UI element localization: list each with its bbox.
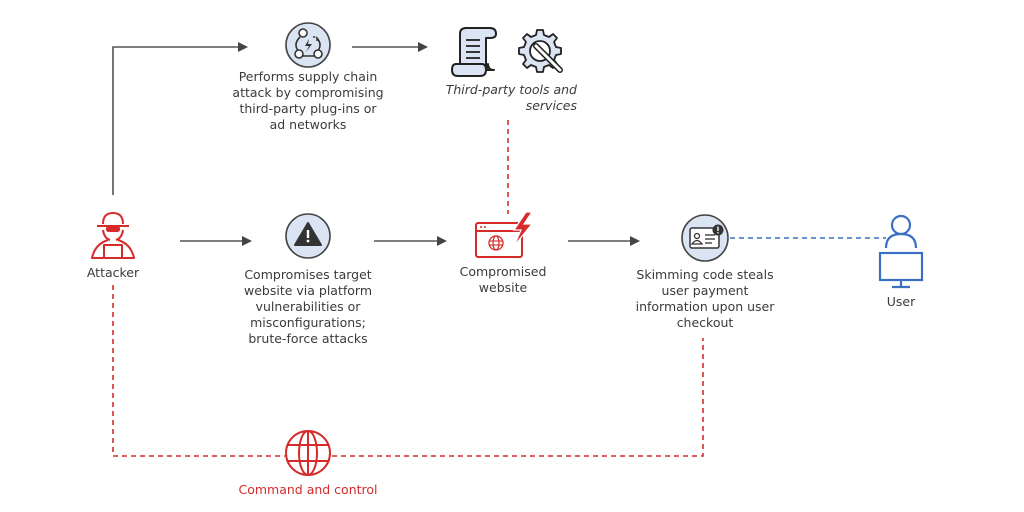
user-at-monitor-icon: [878, 214, 924, 289]
dashed-c2-skimming-path: [332, 338, 704, 457]
supply-chain-line: Performs supply chain: [238, 69, 378, 84]
skimming-line: checkout: [676, 315, 734, 330]
supply-chain-line: ad networks: [269, 117, 347, 132]
hooded-hacker-laptop-icon: [91, 212, 135, 259]
user-label-text: User: [886, 294, 916, 309]
arrow-attacker-to-supply-chain: [112, 42, 248, 195]
third-party-caption: Third-party tools and services: [432, 82, 577, 114]
dashed-attacker-c2-path: [112, 285, 285, 457]
skimming-label: Skimming code steals user payment inform…: [620, 267, 790, 331]
skimming-line: user payment: [661, 283, 749, 298]
supply-chain-line: attack by compromising: [232, 85, 384, 100]
compromised-website-label: Compromised website: [448, 264, 558, 296]
compromise-target-line: Compromises target: [244, 267, 372, 282]
warning-triangle-icon: [285, 213, 331, 259]
c2-label: Command and control: [218, 482, 398, 498]
compromise-target-line: misconfigurations;: [250, 315, 366, 330]
script-scroll-icon: [451, 27, 497, 77]
compromise-target-line: website via platform: [243, 283, 372, 298]
supply-chain-label: Performs supply chain attack by compromi…: [228, 69, 388, 133]
compromised-website-line: website: [478, 280, 528, 295]
supply-chain-network-icon: [285, 22, 331, 68]
skimming-line: Skimming code steals: [636, 267, 774, 282]
attacker-label-text: Attacker: [86, 265, 140, 280]
user-label: User: [861, 294, 941, 310]
globe-icon: [285, 430, 331, 476]
third-party-caption-line: services: [525, 98, 577, 113]
skimming-line: information upon user: [635, 299, 775, 314]
compromise-target-line: brute-force attacks: [248, 331, 368, 346]
supply-chain-line: third-party plug-ins or: [239, 101, 377, 116]
compromise-target-line: vulnerabilities or: [255, 299, 361, 314]
third-party-caption-line: Third-party tools and: [445, 82, 577, 97]
browser-window-globe-lightning-icon: [475, 211, 534, 258]
compromise-target-label: Compromises target website via platform …: [228, 267, 388, 347]
c2-label-text: Command and control: [238, 482, 378, 497]
id-card-alert-icon: [681, 214, 729, 262]
gear-wrench-icon: [518, 29, 563, 73]
attacker-label: Attacker: [73, 265, 153, 281]
compromised-website-line: Compromised: [459, 264, 547, 279]
